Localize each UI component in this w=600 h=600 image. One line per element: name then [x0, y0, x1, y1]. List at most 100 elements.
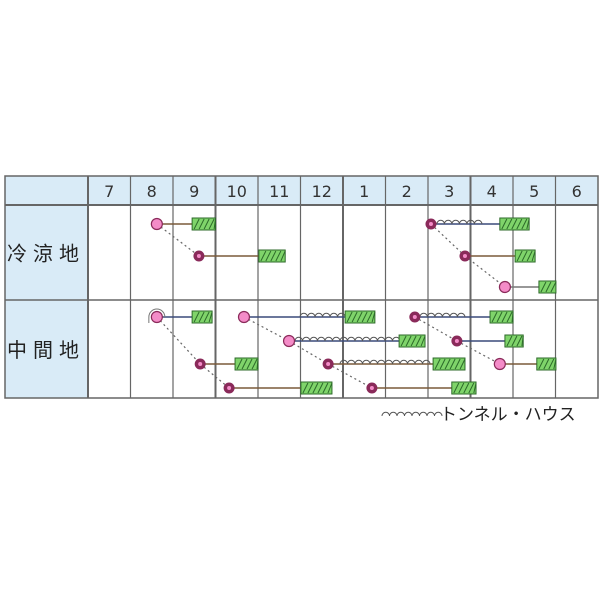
harvest-hatch	[548, 358, 555, 370]
sowing-point-center	[454, 339, 459, 343]
harvest-hatch	[302, 382, 309, 394]
harvest-hatch	[553, 358, 557, 370]
legend-tunnel-label: トンネル・ハウス	[440, 405, 576, 425]
harvest-hatch	[516, 218, 523, 230]
sowing-sequence-line	[156, 316, 201, 365]
harvest-hatch	[356, 311, 363, 323]
harvest-hatch	[473, 382, 477, 394]
harvest-hatch	[346, 311, 353, 323]
sowing-sequence-line	[456, 340, 501, 365]
month-header: 1	[359, 182, 369, 201]
harvest-hatch	[463, 382, 470, 394]
harvest-hatch	[203, 218, 210, 230]
sowing-point-center	[196, 254, 201, 258]
harvest-hatch	[361, 311, 368, 323]
sowing-sequence-line	[327, 363, 373, 389]
harvest-hatch	[449, 358, 456, 370]
tunnel-period-marker	[299, 312, 346, 318]
harvest-hatch	[506, 311, 513, 323]
harvest-hatch	[521, 250, 528, 262]
harvest-hatch	[511, 335, 518, 347]
month-header: 3	[444, 182, 454, 201]
harvest-hatch	[317, 382, 324, 394]
harvest-hatch	[415, 335, 422, 347]
month-header: 11	[269, 182, 289, 201]
harvest-hatch	[538, 358, 545, 370]
harvest-hatch	[327, 382, 333, 394]
month-header: 8	[147, 182, 157, 201]
harvest-hatch	[280, 250, 286, 262]
harvest-hatch	[400, 335, 407, 347]
sowing-sequence-line	[199, 363, 230, 389]
harvest-hatch	[454, 358, 461, 370]
harvest-hatch	[501, 311, 508, 323]
harvest-hatch	[511, 218, 518, 230]
harvest-hatch	[420, 335, 426, 347]
harvest-hatch	[516, 335, 523, 347]
region-schedule	[148, 308, 557, 395]
month-header: 10	[227, 182, 247, 201]
harvest-hatch	[521, 218, 528, 230]
month-header: 12	[312, 182, 332, 201]
harvest-period-bar	[258, 249, 286, 263]
harvest-hatch	[439, 358, 446, 370]
sowing-point	[282, 334, 296, 348]
harvest-hatch	[203, 311, 210, 323]
sowing-point-center	[369, 386, 374, 390]
harvest-hatch	[322, 382, 329, 394]
harvest-hatch	[312, 382, 319, 394]
harvest-hatch	[208, 311, 213, 323]
month-header: 7	[104, 182, 114, 201]
harvest-hatch	[468, 382, 475, 394]
harvest-hatch	[491, 311, 498, 323]
harvest-hatch	[531, 250, 536, 262]
month-header: 4	[487, 182, 497, 201]
tunnel-period-marker	[339, 359, 431, 365]
harvest-hatch	[256, 358, 259, 370]
harvest-hatch	[543, 358, 550, 370]
sowing-point-center	[227, 386, 232, 390]
harvest-hatch	[251, 358, 258, 370]
region-label: 中間地	[7, 338, 85, 362]
harvest-hatch	[521, 335, 524, 347]
tunnel-period-marker	[419, 312, 466, 318]
tunnel-period-marker	[294, 336, 401, 342]
sowing-sequence-line	[156, 223, 200, 257]
harvest-hatch	[275, 250, 282, 262]
harvest-hatch	[193, 311, 200, 323]
harvest-hatch	[260, 250, 267, 262]
month-header: 5	[529, 182, 539, 201]
harvest-hatch	[506, 335, 513, 347]
harvest-hatch	[371, 311, 376, 323]
header-row	[5, 176, 598, 205]
harvest-hatch	[265, 250, 272, 262]
harvest-hatch	[246, 358, 253, 370]
harvest-hatch	[198, 218, 205, 230]
calendar-border	[4, 175, 599, 399]
harvest-hatch	[405, 335, 412, 347]
sowing-point-center	[412, 315, 417, 319]
sowing-point-center	[428, 222, 433, 226]
region-label: 冷涼地	[7, 242, 85, 266]
harvest-hatch	[434, 358, 441, 370]
harvest-hatch	[516, 250, 523, 262]
sowing-sequence-line	[243, 316, 290, 342]
region-column	[5, 205, 88, 398]
harvest-hatch	[193, 218, 200, 230]
harvest-hatch	[366, 311, 373, 323]
harvest-hatch	[444, 358, 451, 370]
harvest-hatch	[501, 218, 508, 230]
sowing-point-center	[326, 362, 331, 366]
sowing-point	[150, 310, 163, 324]
harvest-hatch	[459, 358, 466, 370]
harvest-hatch	[410, 335, 417, 347]
tunnel-sowing-ring	[148, 308, 166, 323]
harvest-hatch	[241, 358, 248, 370]
sowing-point	[498, 280, 512, 294]
harvest-hatch	[545, 281, 552, 293]
harvest-hatch	[458, 382, 465, 394]
month-header: 6	[572, 182, 582, 201]
region-schedule	[150, 217, 557, 294]
month-header: 9	[189, 182, 199, 201]
